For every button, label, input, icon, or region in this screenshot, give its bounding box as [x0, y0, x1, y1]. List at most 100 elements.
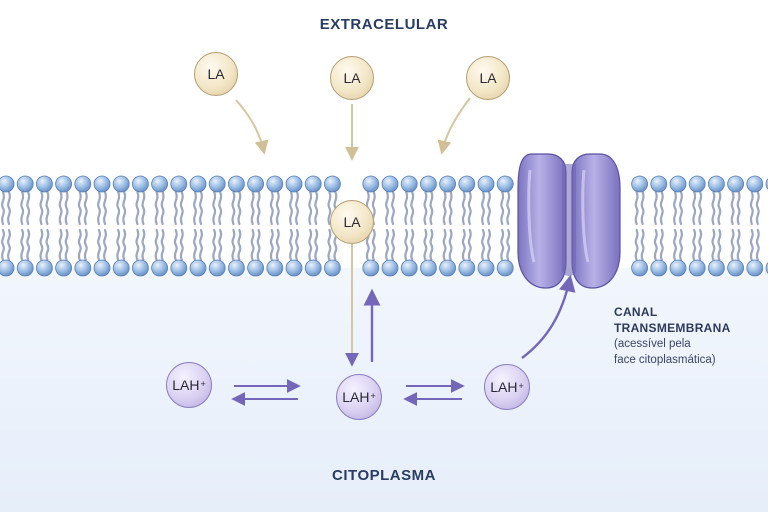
lipid-tail	[385, 190, 389, 226]
lipid-tail	[736, 190, 741, 226]
lipid-tail	[45, 190, 50, 226]
lipid-head	[131, 175, 149, 193]
channel-title-line2: TRANSMEMBRANA	[614, 321, 731, 335]
lipid-head	[0, 259, 15, 277]
lipid-tail	[442, 190, 447, 226]
lipid-tail	[448, 228, 453, 262]
transmembrane-channel-protein	[517, 153, 621, 289]
lipid-tail	[116, 228, 121, 262]
la-molecule-extracellular-right: LA	[466, 56, 510, 100]
lipid-tail	[116, 190, 121, 226]
lipid-tail	[391, 190, 395, 226]
lah-molecule-label: LAH	[342, 389, 370, 405]
lah-molecule-label: LAH	[490, 379, 518, 395]
lipid-tail	[275, 190, 280, 226]
channel-title-line1: CANAL	[614, 305, 658, 319]
lipid-head	[247, 175, 265, 193]
lipid-tail	[7, 228, 11, 262]
la-molecule-label: LA	[343, 70, 361, 86]
lipid-tail	[467, 228, 472, 262]
lipid-head	[131, 259, 149, 277]
lipid-head	[439, 259, 457, 277]
lipid-tail	[173, 228, 178, 262]
lipid-tail	[659, 190, 664, 226]
lipid-tail	[250, 228, 255, 262]
lipid-tail	[487, 190, 491, 226]
lipid-head	[74, 175, 92, 193]
lipid-tail	[749, 190, 754, 226]
lipid-tail	[77, 190, 82, 226]
lipid-tail	[481, 228, 485, 262]
lipid-head	[208, 259, 226, 277]
lipid-tail	[404, 190, 409, 226]
lipid-tail	[83, 228, 88, 262]
lipid-head	[688, 259, 706, 277]
lipid-tail	[487, 228, 491, 262]
lipid-tail	[103, 228, 107, 262]
lipid-tail	[45, 228, 50, 262]
lipid-tail	[154, 190, 159, 226]
lipid-head	[74, 259, 92, 277]
lipid-tail	[673, 228, 677, 262]
lipid-tail	[717, 190, 722, 226]
lipid-tail	[295, 190, 299, 226]
lipid-head	[381, 175, 399, 193]
lipid-tail	[237, 228, 242, 262]
arrow-lah-to-channel	[521, 274, 576, 359]
lipid-head	[439, 175, 457, 193]
lipid-head	[631, 259, 648, 277]
lipid-tail	[135, 228, 140, 262]
lipid-tail	[634, 228, 639, 262]
lipid-tail	[659, 228, 664, 262]
channel-note-line2: face citoplasmática)	[614, 354, 716, 366]
lipid-tail	[692, 190, 697, 226]
lipid-bilayer	[0, 175, 768, 277]
la-molecule-label: LA	[343, 214, 361, 230]
lipid-tail	[122, 190, 127, 226]
lipid-tail	[506, 190, 511, 226]
lipid-tail	[429, 190, 434, 226]
lipid-head	[0, 175, 15, 193]
lipid-tail	[711, 228, 716, 262]
lipid-head	[362, 259, 380, 277]
lipid-tail	[1, 228, 5, 262]
lipid-head	[477, 259, 495, 277]
lipid-head	[304, 175, 322, 193]
lipid-tail	[122, 228, 127, 262]
channel-left-subunit	[517, 153, 567, 289]
lipid-tail	[289, 228, 293, 262]
lipid-head	[458, 259, 476, 277]
lipid-tail	[755, 190, 760, 226]
channel-pore	[562, 164, 576, 276]
lipid-tail	[467, 190, 472, 226]
lipid-head	[266, 259, 284, 277]
channel-highlight-right	[581, 169, 590, 263]
lipid-head	[170, 259, 188, 277]
lipid-head	[227, 175, 245, 193]
lipid-tail	[429, 228, 434, 262]
arrow-la-right-to-membrane	[437, 97, 471, 155]
lipid-head	[151, 259, 169, 277]
lipid-head	[266, 175, 284, 193]
lipid-tail	[679, 228, 683, 262]
lipid-tail	[212, 190, 217, 226]
lipid-tail	[212, 228, 217, 262]
lipid-head	[285, 259, 303, 277]
lipid-tail	[314, 190, 319, 226]
lipid-head	[669, 175, 687, 193]
lipid-head	[151, 175, 169, 193]
lipid-tail	[199, 190, 203, 226]
lipid-head	[112, 259, 130, 277]
lipid-tail	[698, 190, 703, 226]
lipid-tail	[237, 190, 242, 226]
lipid-tail	[711, 190, 716, 226]
lipid-tail	[423, 228, 428, 262]
lipid-tail	[231, 190, 236, 226]
lipid-tail	[289, 190, 293, 226]
lipid-tail	[1, 190, 5, 226]
lipid-head	[746, 175, 764, 193]
lipid-tail	[20, 190, 25, 226]
arrow-la-left-to-membrane	[235, 99, 269, 155]
lah-molecule-left: LAH+	[166, 362, 212, 408]
lipid-tail	[736, 228, 741, 262]
